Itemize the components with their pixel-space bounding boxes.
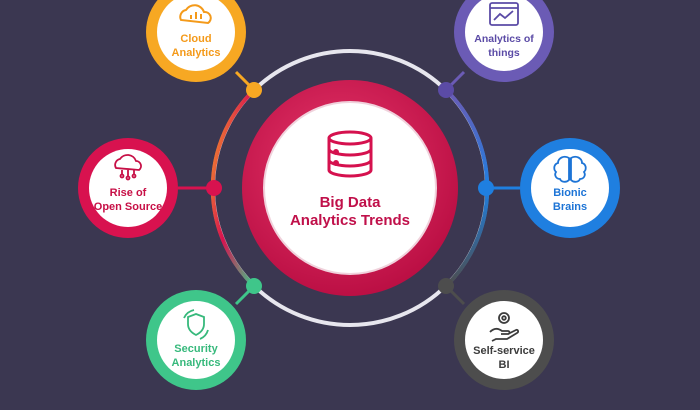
trend-label-line1: Self-service [473, 345, 535, 357]
dot-bionic [478, 180, 494, 196]
trend-label-line2: Analytics [172, 357, 221, 369]
trend-label-line1: Bionic [553, 187, 587, 199]
trend-label-line1: Rise of [110, 187, 147, 199]
cloud-network-icon [114, 154, 142, 181]
trend-node-rise-of-open-source[interactable]: Rise of Open Source [78, 138, 178, 238]
center-node: Big Data Analytics Trends [242, 80, 458, 296]
trend-label-line2: Brains [553, 201, 587, 213]
center-title-line1: Big Data [320, 194, 382, 211]
trend-node-analytics-of-things[interactable]: Analytics of things [454, 0, 554, 82]
cloud-chart-icon [179, 4, 212, 25]
trend-label-line2: things [488, 47, 520, 59]
trend-label-line2: BI [499, 359, 510, 371]
trend-node-security-analytics[interactable]: Security Analytics [146, 290, 246, 390]
brain-icon [553, 155, 587, 183]
trend-label-line1: Security [174, 343, 218, 355]
trend-node-bionic-brains[interactable]: Bionic Brains [520, 138, 620, 238]
dot-opensource [206, 180, 222, 196]
dot-selfservice [438, 278, 454, 294]
orbit-dots [206, 82, 494, 294]
shield-refresh-icon [183, 309, 209, 340]
trend-node-cloud-analytics[interactable]: Cloud Analytics [146, 0, 246, 82]
trend-label-line2: Open Source [94, 201, 162, 213]
trend-node-self-service-bi[interactable]: Self-service BI [454, 290, 554, 390]
center-title-line2: Analytics Trends [290, 212, 410, 229]
trend-label-line1: Cloud [180, 33, 211, 45]
trend-label-line2: Analytics [172, 47, 221, 59]
dot-security [246, 278, 262, 294]
database-icon [327, 130, 373, 178]
trend-label-line1: Analytics of [474, 33, 534, 45]
chart-window-icon [489, 2, 519, 26]
dot-aot [438, 82, 454, 98]
hand-gear-icon [489, 312, 519, 342]
dot-cloud [246, 82, 262, 98]
